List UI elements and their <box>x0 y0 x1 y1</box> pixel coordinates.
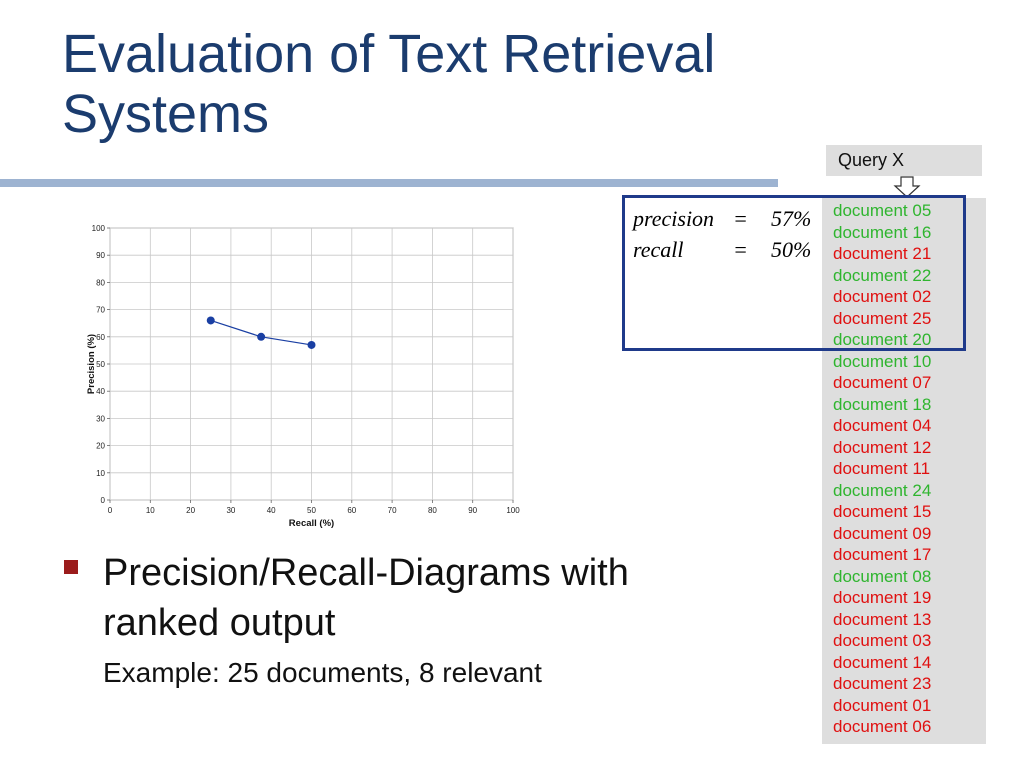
document-item: document 12 <box>833 437 932 457</box>
document-item: document 17 <box>833 545 932 564</box>
document-item: document 16 <box>833 222 932 242</box>
document-item: document 07 <box>833 373 932 392</box>
document-item: document 22 <box>833 265 932 285</box>
document-item: document 25 <box>833 308 932 328</box>
y-tick-label: 40 <box>96 387 105 396</box>
y-tick-label: 10 <box>96 469 105 478</box>
document-item: document 15 <box>833 502 932 521</box>
y-tick-label: 50 <box>96 360 105 369</box>
recall-value: 50% <box>771 237 812 262</box>
document-item: document 24 <box>833 480 932 500</box>
y-tick-label: 30 <box>96 414 105 423</box>
document-item: document 20 <box>833 330 932 349</box>
recall-row: recall = 50% <box>633 236 811 264</box>
metrics-box <box>622 195 966 351</box>
data-point <box>257 332 266 341</box>
precision-row: precision = 57% <box>633 205 811 233</box>
y-tick-label: 60 <box>96 333 105 342</box>
precision-equals: = <box>733 206 748 231</box>
x-tick-label: 0 <box>108 506 113 515</box>
y-tick-label: 0 <box>101 496 106 505</box>
y-tick-label: 100 <box>92 224 106 233</box>
x-axis-label: Recall (%) <box>289 518 334 529</box>
precision-label: precision <box>633 206 715 231</box>
document-item: document 01 <box>833 695 932 715</box>
document-item: document 19 <box>833 588 932 607</box>
precision-recall-chart: 0 10 20 30 40 50 60 70 80 90 100 0 10 20 30 40 50 60 70 80 9… <box>80 220 540 540</box>
y-tick-label: 80 <box>96 278 105 287</box>
precision-value: 57% <box>771 206 812 231</box>
ranked-document-list: document 05 document 16 document 21 documen… <box>822 198 986 744</box>
y-tick-label: 70 <box>96 306 105 315</box>
x-tick-label: 80 <box>428 506 437 515</box>
x-tick-label: 30 <box>226 506 235 515</box>
chart-svg: 0 10 20 30 40 50 60 70 80 90 100 0 10 20 30 40 50 60 70 80 9… <box>86 224 520 529</box>
query-label: Query X <box>826 145 982 176</box>
document-item: document 02 <box>833 287 932 306</box>
data-point <box>206 316 215 325</box>
document-item: document 21 <box>833 244 932 263</box>
document-item: document 05 <box>833 201 932 220</box>
document-item: document 08 <box>833 566 932 586</box>
down-arrow-icon <box>893 176 921 198</box>
x-tick-label: 40 <box>267 506 276 515</box>
data-point <box>307 340 316 349</box>
y-axis-label: Precision (%) <box>86 334 97 394</box>
recall-equals: = <box>733 237 748 262</box>
x-tick-label: 50 <box>307 506 316 515</box>
x-tick-label: 60 <box>347 506 356 515</box>
title-underline <box>0 179 778 187</box>
document-item: document 04 <box>833 416 932 435</box>
y-tick-label: 20 <box>96 442 105 451</box>
document-item: document 06 <box>833 717 932 736</box>
document-item: document 18 <box>833 394 932 414</box>
document-item: document 09 <box>833 523 932 543</box>
x-tick-label: 10 <box>146 506 155 515</box>
document-item: document 03 <box>833 631 932 650</box>
x-tick-label: 70 <box>388 506 397 515</box>
document-item: document 13 <box>833 609 932 629</box>
x-tick-label: 90 <box>468 506 477 515</box>
document-item: document 11 <box>833 459 931 478</box>
page-title: Evaluation of Text Retrieval Systems <box>62 24 716 144</box>
y-tick-label: 90 <box>96 251 105 260</box>
bullet-main-text: Precision/Recall-Diagrams with ranked ou… <box>103 552 629 644</box>
x-tick-label: 100 <box>506 506 520 515</box>
bullet-sub-text: Example: 25 documents, 8 relevant <box>103 657 542 688</box>
document-item: document 14 <box>833 652 932 672</box>
document-item: document 10 <box>833 351 932 371</box>
x-tick-label: 20 <box>186 506 195 515</box>
bullet-marker <box>64 560 78 574</box>
recall-label: recall <box>633 237 684 262</box>
document-item: document 23 <box>833 674 932 693</box>
